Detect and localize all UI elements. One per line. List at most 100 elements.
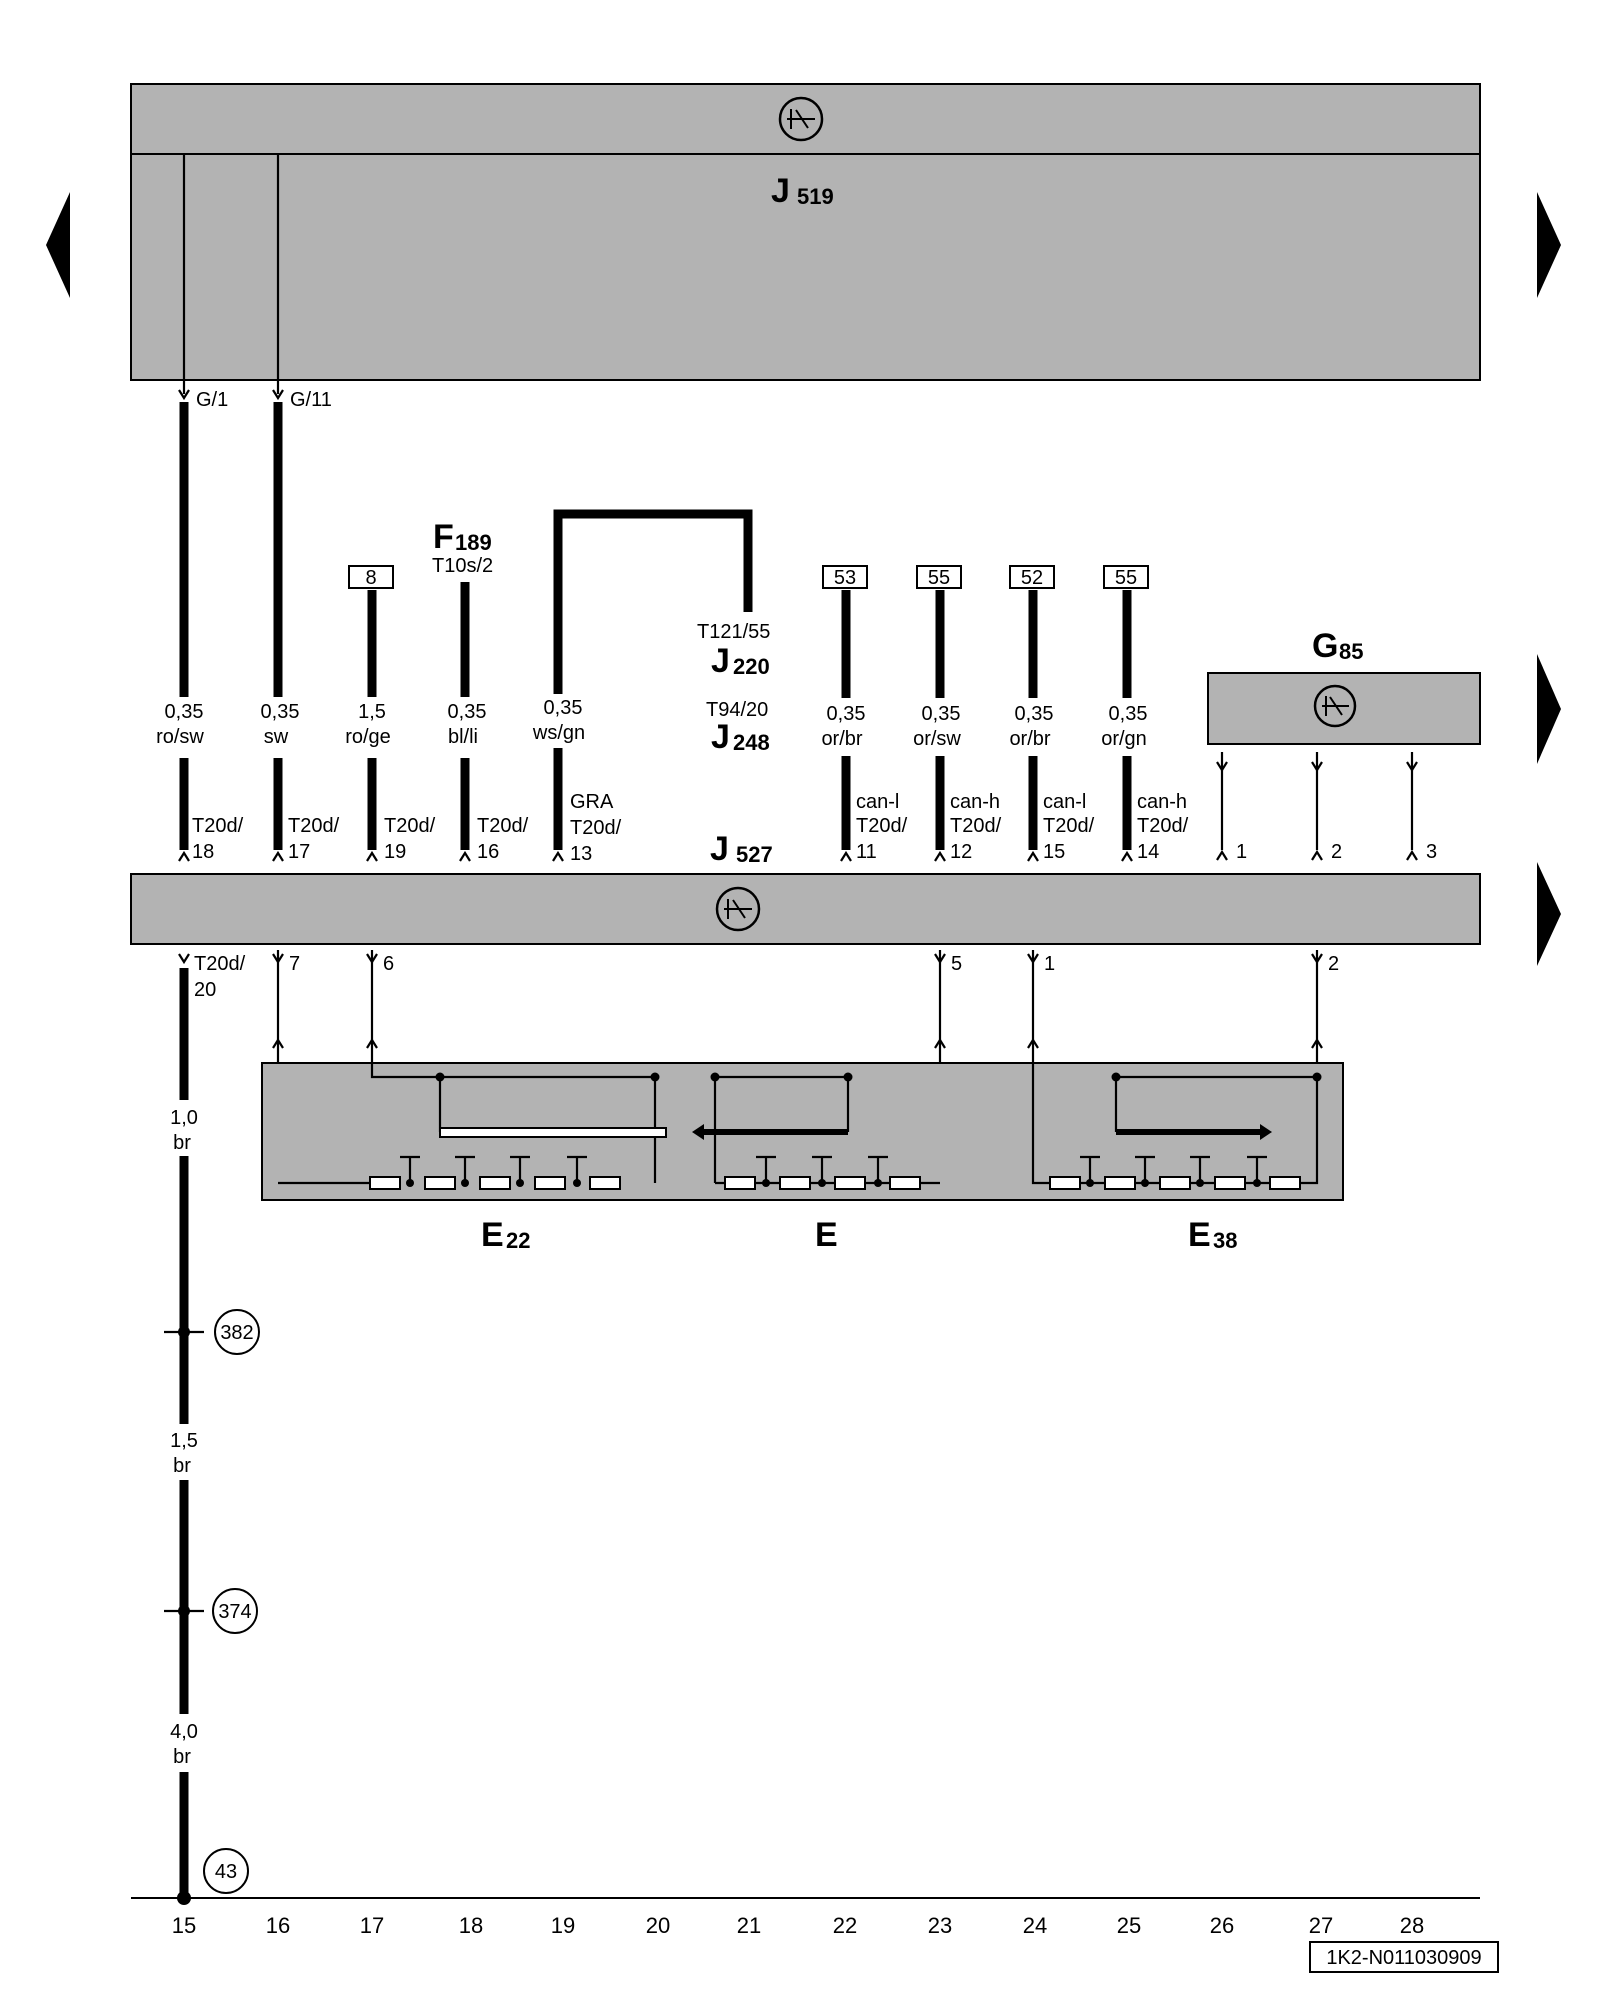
electronic-symbol-icon [778,96,824,142]
svg-text:21: 21 [737,1913,761,1938]
svg-text:or/gn: or/gn [1101,728,1147,750]
svg-text:1,5: 1,5 [170,1430,198,1452]
connection-marker: 43 [203,1848,249,1894]
svg-text:52: 52 [1021,567,1043,589]
svg-text:can-h: can-h [950,791,1000,813]
j220-connector: T121/55 [697,621,770,643]
svg-text:0,35: 0,35 [165,701,204,723]
svg-text:br: br [173,1746,191,1768]
svg-text:T20d/: T20d/ [856,815,908,837]
continue-arrow-icon[interactable] [1537,862,1561,966]
svg-text:23: 23 [928,1913,952,1938]
f189-connector: T10s/2 [432,555,493,577]
reference-box: 53 [822,565,868,589]
svg-text:or/sw: or/sw [913,728,961,750]
svg-text:19: 19 [384,841,406,863]
e38-label-letter: E [1188,1216,1211,1254]
reference-box: 55 [916,565,962,589]
wire-labels: 0,35 ro/sw 0,35 sw 1,5 ro/ge 0,35 bl/li … [156,697,1147,750]
pin-label: 2 [1328,953,1339,975]
svg-text:27: 27 [1309,1913,1333,1938]
svg-text:0,35: 0,35 [261,701,300,723]
svg-text:8: 8 [365,567,376,589]
svg-text:T20d/: T20d/ [384,815,436,837]
svg-text:0,35: 0,35 [1015,703,1054,725]
connection-marker: 374 [212,1588,258,1634]
j527-label-letter: J [710,830,729,868]
svg-text:br: br [173,1455,191,1477]
svg-text:can-h: can-h [1137,791,1187,813]
e38-label-number: 38 [1213,1228,1237,1253]
pin-label: 20 [194,979,216,1001]
svg-text:br: br [173,1132,191,1154]
svg-text:T20d/: T20d/ [1043,815,1095,837]
e-switch [692,1072,940,1190]
svg-text:can-l: can-l [1043,791,1086,813]
wire-group [179,402,1132,850]
svg-text:1,0: 1,0 [170,1107,198,1129]
svg-text:12: 12 [950,841,972,863]
pin-label: 3 [1426,841,1437,863]
j220-label-letter: J [711,642,730,680]
pin-label: G/11 [290,389,332,411]
g85-module: G 85 [1207,627,1481,745]
ground-wire: 1,0 br 1,5 br 4,0 br [164,968,204,1905]
svg-text:or/br: or/br [821,728,862,750]
j527-label-number: 527 [736,842,773,867]
reference-box: 55 [1103,565,1149,589]
svg-text:43: 43 [215,1861,237,1883]
svg-text:T20d/: T20d/ [950,815,1002,837]
svg-text:24: 24 [1023,1913,1047,1938]
svg-text:0,35: 0,35 [544,697,583,719]
next-page-arrow-icon[interactable] [1537,192,1561,298]
j248-label-number: 248 [733,730,770,755]
e38-switch [1031,1063,1322,1190]
column-numbers: 15 16 17 18 19 20 21 22 23 24 25 26 27 2… [172,1913,1424,1938]
j527-pin-labels: T20d/ 18 T20d/ 17 T20d/ 19 T20d/ 16 GRA … [192,791,1189,865]
f189-label-number: 189 [455,530,492,555]
svg-text:55: 55 [928,567,950,589]
svg-text:382: 382 [220,1322,253,1344]
svg-text:0,35: 0,35 [922,703,961,725]
continue-arrow-icon[interactable] [1537,654,1561,764]
g85-label-number: 85 [1339,639,1363,664]
arrow-left-icon [692,1124,704,1140]
svg-text:17: 17 [360,1913,384,1938]
j519-label-number: 519 [797,184,834,209]
pin-label: 1 [1236,841,1247,863]
j519-label-letter: J [771,172,790,210]
svg-text:16: 16 [477,841,499,863]
e22-label-number: 22 [506,1228,530,1253]
svg-text:11: 11 [856,841,877,863]
svg-text:bl/li: bl/li [448,726,478,748]
j248-label-letter: J [711,718,730,756]
svg-text:or/br: or/br [1009,728,1050,750]
svg-text:ws/gn: ws/gn [532,722,585,744]
previous-page-arrow-icon[interactable] [46,192,70,298]
svg-text:1K2-N011030909: 1K2-N011030909 [1326,1947,1481,1969]
pin-label: 7 [289,953,300,975]
svg-text:26: 26 [1210,1913,1234,1938]
pin-label: 5 [951,953,962,975]
svg-text:22: 22 [833,1913,857,1938]
pin-label: G/1 [196,389,228,411]
e22-switch [278,1063,667,1190]
svg-text:1,5: 1,5 [358,701,386,723]
svg-text:16: 16 [266,1913,290,1938]
svg-text:55: 55 [1115,567,1137,589]
pin-label: T20d/ [194,953,246,975]
svg-text:28: 28 [1400,1913,1424,1938]
electronic-symbol-icon [715,886,761,932]
e22-label-letter: E [481,1216,504,1254]
j220-label-number: 220 [733,654,770,679]
svg-text:18: 18 [192,841,214,863]
connection-marker: 382 [214,1309,260,1355]
svg-text:53: 53 [834,567,856,589]
svg-text:can-l: can-l [856,791,899,813]
svg-text:15: 15 [172,1913,196,1938]
electronic-symbol-icon [1313,684,1357,728]
reference-box: 52 [1009,565,1055,589]
svg-text:14: 14 [1137,841,1159,863]
f189-label-letter: F [433,518,454,556]
svg-text:T20d/: T20d/ [288,815,340,837]
